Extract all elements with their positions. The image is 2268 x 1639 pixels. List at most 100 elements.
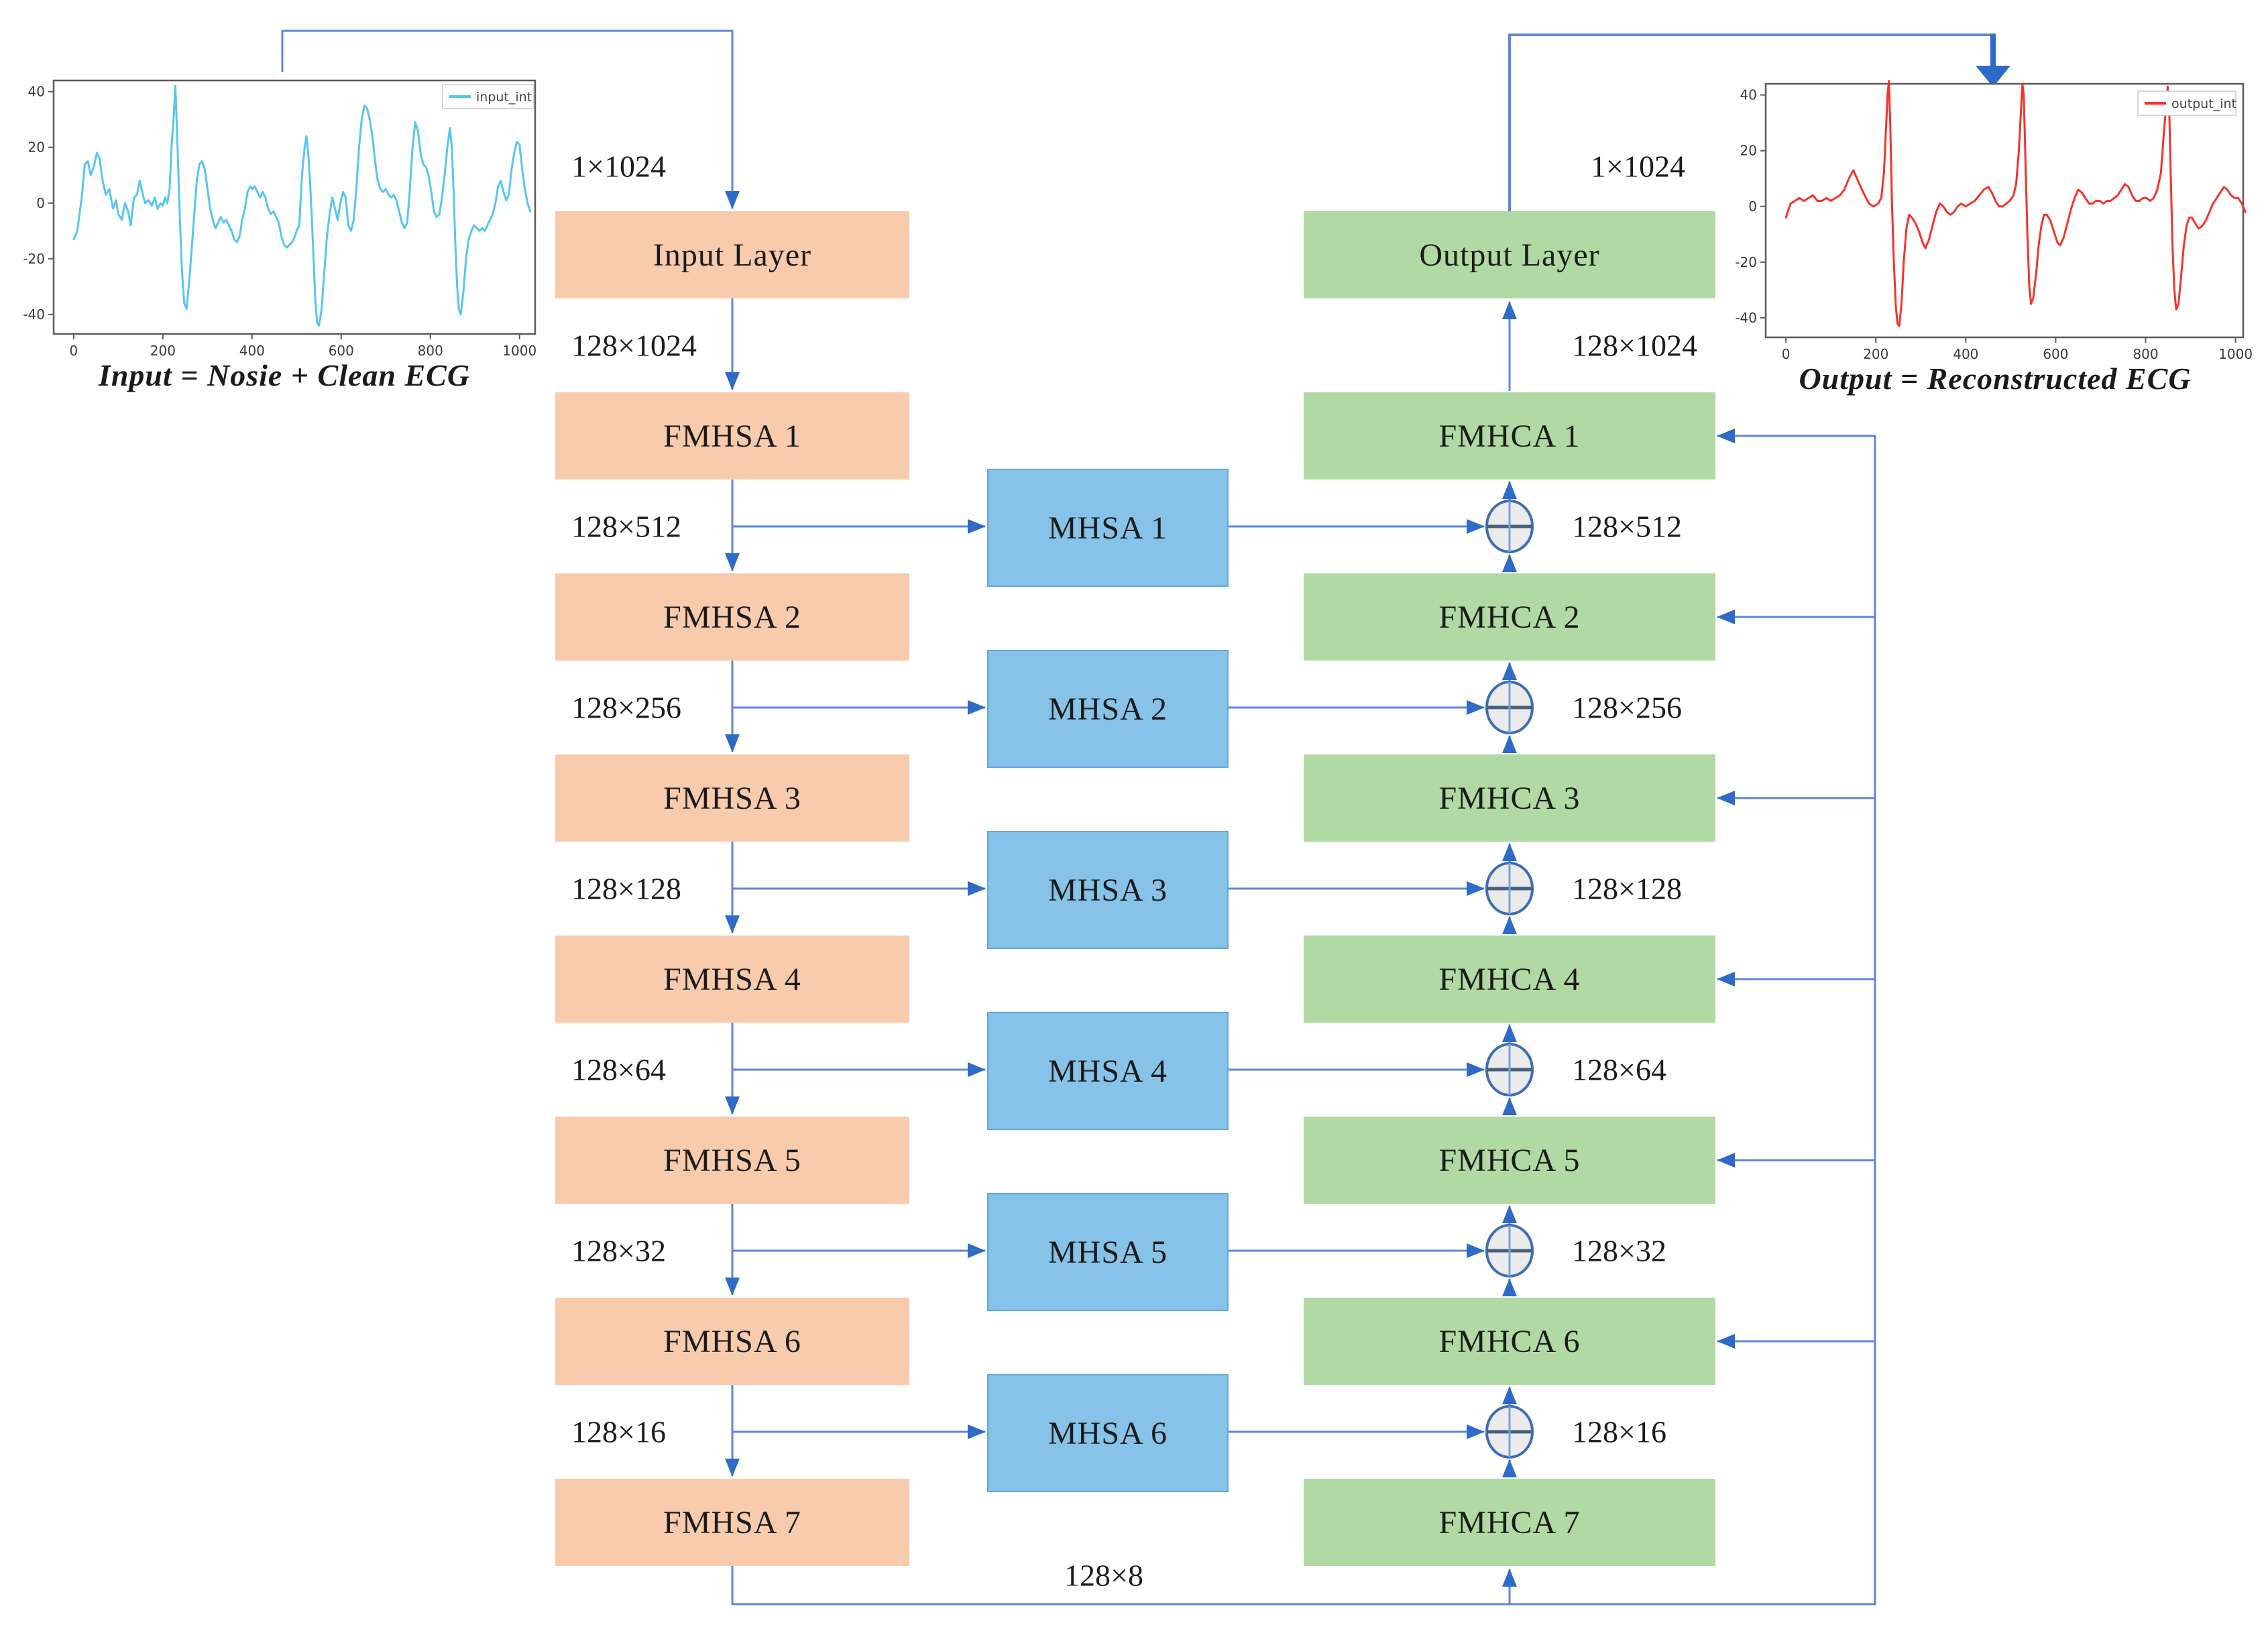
box-label: MHSA 2 xyxy=(1047,691,1168,727)
box-label: Output Layer xyxy=(1419,237,1600,273)
ecg-series-line xyxy=(1784,80,2247,327)
box-label: FMHCA 1 xyxy=(1438,418,1581,454)
box-label: MHSA 6 xyxy=(1047,1415,1168,1451)
encoder-to-mhsa-arrows xyxy=(732,519,986,1439)
box-label: MHSA 3 xyxy=(1047,872,1168,908)
dim-label-bottom-128x8: 128×8 xyxy=(1064,1558,1143,1593)
box-label: MHSA 5 xyxy=(1047,1234,1168,1270)
svg-text:-40: -40 xyxy=(1735,310,1757,326)
dim-label-left-128x16: 128×16 xyxy=(571,1414,666,1449)
encoder-box-fmhsa-4: FMHSA 4 xyxy=(555,936,909,1023)
encoder-box-fmhsa-5: FMHSA 5 xyxy=(555,1117,909,1204)
sum-nodes xyxy=(1485,500,1534,1459)
box-label: FMHSA 4 xyxy=(663,961,801,997)
svg-text:600: 600 xyxy=(329,343,354,359)
svg-text:600: 600 xyxy=(2043,346,2068,362)
mhsa-to-sum-arrows xyxy=(1226,519,1485,1439)
dim-label-left-128x32: 128×32 xyxy=(571,1233,666,1268)
bottleneck-box-mhsa-4: MHSA 4 xyxy=(987,1012,1229,1130)
svg-text:400: 400 xyxy=(239,343,265,359)
bottleneck-and-skip-bus xyxy=(731,429,1876,1605)
circled-plus-icon xyxy=(1485,500,1534,553)
box-label: FMHSA 1 xyxy=(663,418,801,454)
bottleneck-box-mhsa-6: MHSA 6 xyxy=(987,1374,1229,1492)
decoder-box-fmhca-2: FMHCA 2 xyxy=(1304,573,1715,661)
box-label: FMHCA 6 xyxy=(1438,1323,1581,1359)
svg-text:40: 40 xyxy=(28,84,45,100)
bottleneck-box-mhsa-2: MHSA 2 xyxy=(987,650,1229,768)
legend: output_int xyxy=(2137,91,2236,116)
legend-label: input_int xyxy=(476,90,532,105)
svg-text:0: 0 xyxy=(36,195,45,211)
encoder-box-input-layer: Input Layer xyxy=(555,211,909,298)
box-label: MHSA 1 xyxy=(1047,510,1168,546)
legend-label: output_int xyxy=(2171,97,2236,111)
box-label: FMHSA 2 xyxy=(663,599,801,635)
ecg-series-line xyxy=(72,84,532,327)
encoder-box-fmhsa-1: FMHSA 1 xyxy=(555,392,909,479)
thick-down-arrow-icon xyxy=(1976,66,2010,87)
dim-label-right-128x16: 128×16 xyxy=(1572,1414,1666,1449)
dim-label-left-128x256: 128×256 xyxy=(571,690,681,725)
dim-label-right-1x1024: 1×1024 xyxy=(1591,149,1685,184)
encoder-box-fmhsa-2: FMHSA 2 xyxy=(555,573,909,661)
box-label: MHSA 4 xyxy=(1047,1053,1168,1089)
decoder-box-fmhca-6: FMHCA 6 xyxy=(1304,1298,1715,1385)
dim-label-left-128x512: 128×512 xyxy=(571,509,681,544)
box-label: FMHSA 5 xyxy=(663,1142,801,1178)
dim-label-right-128x32: 128×32 xyxy=(1572,1233,1666,1268)
box-label: FMHSA 3 xyxy=(663,780,801,816)
box-label: FMHCA 7 xyxy=(1438,1504,1581,1540)
circled-plus-icon xyxy=(1485,681,1534,734)
svg-text:0: 0 xyxy=(70,343,78,359)
decoder-box-output-layer: Output Layer xyxy=(1304,211,1715,298)
svg-text:1000: 1000 xyxy=(502,343,536,359)
svg-text:20: 20 xyxy=(1740,143,1757,159)
circled-plus-icon xyxy=(1485,1405,1534,1459)
input-plot-to-input-layer-connector xyxy=(281,30,740,209)
svg-text:200: 200 xyxy=(150,343,176,359)
svg-text:400: 400 xyxy=(1953,346,1978,362)
dim-label-left-128x64: 128×64 xyxy=(571,1052,666,1087)
bottleneck-box-mhsa-3: MHSA 3 xyxy=(987,831,1229,949)
bottleneck-box-mhsa-1: MHSA 1 xyxy=(987,469,1229,587)
encoder-box-fmhsa-3: FMHSA 3 xyxy=(555,754,909,842)
svg-text:40: 40 xyxy=(1740,87,1757,103)
svg-text:20: 20 xyxy=(28,139,45,156)
box-label: FMHSA 6 xyxy=(663,1323,801,1359)
svg-text:800: 800 xyxy=(2133,346,2158,362)
dim-label-left-128x128: 128×128 xyxy=(571,871,681,906)
circled-plus-icon xyxy=(1485,862,1534,915)
box-label: FMHSA 7 xyxy=(663,1504,801,1540)
svg-text:0: 0 xyxy=(1748,199,1757,215)
dim-label-right-128x128: 128×128 xyxy=(1572,871,1682,906)
dim-label-left-128x1024: 128×1024 xyxy=(571,328,697,363)
dim-label-right-128x64: 128×64 xyxy=(1572,1052,1666,1087)
svg-text:200: 200 xyxy=(1863,346,1888,362)
svg-text:0: 0 xyxy=(1782,346,1791,362)
encoder-box-fmhsa-7: FMHSA 7 xyxy=(555,1479,909,1566)
dim-label-right-128x256: 128×256 xyxy=(1572,690,1682,725)
circled-plus-icon xyxy=(1485,1224,1534,1278)
output-layer-to-output-plot-connector xyxy=(1508,34,2010,211)
box-label: FMHCA 3 xyxy=(1438,780,1581,816)
dim-label-left-1x1024: 1×1024 xyxy=(571,149,666,184)
svg-text:1000: 1000 xyxy=(2218,346,2253,362)
svg-text:-20: -20 xyxy=(1735,254,1757,270)
box-label: FMHCA 5 xyxy=(1438,1142,1581,1178)
output-plot-caption: Output = Reconstructed ECG xyxy=(1799,361,2192,396)
decoder-box-fmhca-7: FMHCA 7 xyxy=(1304,1479,1715,1566)
circled-plus-icon xyxy=(1485,1043,1534,1096)
decoder-box-fmhca-5: FMHCA 5 xyxy=(1304,1117,1715,1204)
box-label: FMHCA 4 xyxy=(1438,961,1581,997)
decoder-box-fmhca-3: FMHCA 3 xyxy=(1304,754,1715,842)
dim-label-right-128x512: 128×512 xyxy=(1572,509,1682,544)
svg-text:-20: -20 xyxy=(23,251,45,267)
svg-text:-40: -40 xyxy=(23,306,45,323)
encoder-box-fmhsa-6: FMHSA 6 xyxy=(555,1298,909,1385)
decoder-box-fmhca-4: FMHCA 4 xyxy=(1304,936,1715,1023)
dim-label-right-128x1024: 128×1024 xyxy=(1572,328,1697,363)
